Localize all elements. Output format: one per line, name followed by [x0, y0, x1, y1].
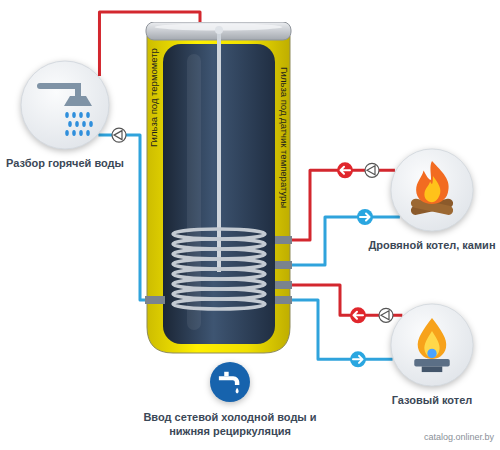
pipe: [292, 300, 393, 359]
arrow-glyph: [341, 167, 351, 174]
rod-cap: [215, 26, 223, 34]
arrow-disc: [357, 209, 373, 225]
pump-body: [112, 128, 126, 142]
pump-body: [365, 163, 379, 177]
pump-symbol: [379, 308, 393, 322]
faucet-symbol: [219, 376, 239, 385]
heating-coil: [173, 299, 265, 309]
tap-icon: [210, 362, 250, 402]
water-drop: [65, 112, 69, 118]
burner-base: [422, 366, 443, 372]
node-label: Ввод сетевой холодной воды и нижняя реци…: [135, 410, 325, 438]
arrow-glyph: [353, 356, 363, 363]
shower-pipe: [40, 86, 78, 96]
water-drop: [79, 112, 83, 118]
anode-rod: [217, 28, 221, 272]
flame-core: [424, 331, 439, 357]
node-label: Газовый котел: [390, 393, 474, 407]
pump-body: [379, 308, 393, 322]
flow-arrow: [350, 307, 366, 323]
icon-disc: [21, 61, 109, 149]
pump-symbol: [365, 163, 379, 177]
flame: [418, 318, 447, 359]
hot-water-outlet: Разбор горячей воды: [6, 60, 124, 170]
pipe-stub: [275, 236, 292, 244]
node-label: Дровяной котел, камин: [368, 238, 496, 252]
water-drop: [68, 121, 72, 127]
flame: [416, 161, 449, 204]
water-drop: [75, 121, 79, 127]
shower-head: [64, 96, 92, 106]
fire-icon: [390, 148, 474, 232]
wood-boiler: Дровяной котел, камин: [368, 148, 496, 252]
flame-base: [427, 349, 436, 358]
node-label: Разбор горячей воды: [6, 156, 124, 170]
water-drop: [86, 130, 90, 136]
arrow-glyph: [354, 312, 364, 319]
arrow-glyph: [360, 213, 370, 220]
water-drop: [72, 112, 76, 118]
arrow-disc: [350, 307, 366, 323]
pipe: [292, 170, 395, 240]
flow-arrow: [357, 209, 373, 225]
arrow-disc: [350, 351, 366, 367]
faucet-handle: [224, 372, 228, 376]
water-drop: [72, 130, 76, 136]
gas-icon: [390, 303, 474, 387]
water-drop: [82, 121, 86, 127]
pump-triangle: [114, 131, 122, 140]
arrow-disc: [337, 162, 353, 178]
water-drop: [79, 130, 83, 136]
icon-disc: [391, 304, 473, 386]
cold-water-inlet: Ввод сетевой холодной воды и нижняя реци…: [135, 362, 325, 438]
flame-core: [424, 176, 440, 202]
flow-arrow: [337, 162, 353, 178]
shower-icon: [20, 60, 110, 150]
water-drop: [236, 388, 239, 394]
pipe-stub: [275, 281, 292, 289]
pipes: [98, 12, 402, 359]
pipe-stub: [145, 296, 165, 304]
water-drop: [86, 112, 90, 118]
icon-disc: [391, 149, 473, 231]
gas-boiler: Газовый котел: [390, 303, 474, 407]
pump-triangle: [381, 311, 389, 320]
water-drop: [89, 121, 93, 127]
flow-arrow: [350, 351, 366, 367]
pipe-stub: [275, 296, 292, 304]
tank-illustration: [145, 22, 292, 355]
burner: [414, 359, 449, 366]
water-drop: [65, 130, 69, 136]
water-heater-tank: Гильза под термометрГильза под датчик те…: [145, 22, 292, 355]
pump-symbol: [112, 128, 126, 142]
pump-triangle: [367, 166, 375, 175]
pipe-stub: [275, 261, 292, 269]
icon-disc: [210, 362, 250, 402]
